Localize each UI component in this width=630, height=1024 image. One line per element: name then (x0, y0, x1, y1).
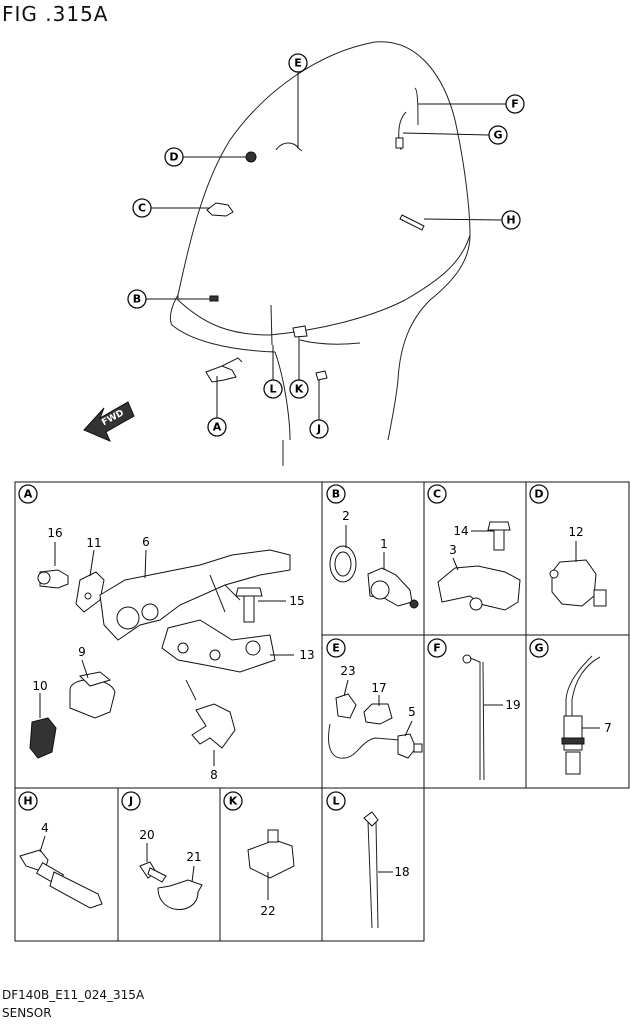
panel-callout-a-letter: A (24, 488, 33, 501)
panel-callout-c: C (427, 484, 447, 504)
panel-c-drawings (437, 521, 521, 611)
overview-callout-f: F (505, 94, 525, 114)
part-number-23: 23 (340, 664, 355, 678)
panel-g-frame (525, 634, 630, 789)
overview-callout-k-letter: K (295, 383, 304, 396)
overview-callout-c: C (132, 198, 152, 218)
part-number-8: 8 (210, 768, 218, 782)
overview-callout-a-letter: A (213, 421, 222, 434)
overview-callout-l-letter: L (269, 383, 276, 396)
overview-callout-d-letter: D (169, 151, 178, 164)
panel-callout-b-letter: B (332, 488, 340, 501)
part-number-12: 12 (568, 525, 583, 539)
overview-callout-j-letter: J (316, 423, 321, 436)
overview-callout-d: D (164, 147, 184, 167)
panel-callout-b: B (326, 484, 346, 504)
overview-callout-f-letter: F (511, 98, 519, 111)
fwd-arrow: FWD (83, 401, 135, 442)
panel-callout-h-letter: H (23, 795, 32, 808)
overview-callouts: A B C D E F G H J K L (127, 53, 525, 439)
panel-callout-k: K (223, 791, 243, 811)
panel-e-drawings (328, 693, 423, 759)
footer-code: DF140B_E11_024_315A (2, 988, 145, 1002)
overview-callout-e-letter: E (294, 57, 302, 70)
panel-callout-e: E (326, 638, 346, 658)
overview-callout-g: G (488, 125, 508, 145)
panel-callout-c-letter: C (433, 488, 441, 501)
part-number-3: 3 (449, 543, 457, 557)
part-number-19: 19 (505, 698, 520, 712)
panel-k-drawings (247, 829, 295, 879)
panel-g-drawings (561, 655, 601, 775)
panel-a-drawings (29, 549, 291, 759)
panel-callouts: A B C D E F G H J K L (18, 484, 549, 811)
panel-l-frame (321, 787, 425, 942)
panel-d-drawings (549, 559, 607, 607)
part-number-18: 18 (394, 865, 409, 879)
panel-l-drawings (363, 811, 379, 929)
overview-leaders (145, 72, 506, 420)
overview-callout-h: H (501, 210, 521, 230)
part-number-7: 7 (604, 721, 612, 735)
panel-callout-k-letter: K (229, 795, 238, 808)
part-number-20: 20 (139, 828, 154, 842)
panel-callout-j: J (121, 791, 141, 811)
panel-callout-j-letter: J (128, 795, 133, 808)
panel-callout-d: D (529, 484, 549, 504)
panel-b-drawings (329, 545, 419, 609)
part-number-10: 10 (32, 679, 47, 693)
footer-name: SENSOR (2, 1006, 52, 1020)
part-number-17: 17 (371, 681, 386, 695)
panel-c-frame (423, 481, 527, 636)
part-number-4: 4 (41, 821, 49, 835)
overview-callout-g-letter: G (493, 129, 502, 142)
overview-parts (205, 87, 425, 383)
engine-outline (169, 41, 471, 466)
overview-callout-a: A (207, 417, 227, 437)
part-number-2: 2 (342, 509, 350, 523)
part-number-22: 22 (260, 904, 275, 918)
overview-callout-e: E (288, 53, 308, 73)
part-number-15: 15 (289, 594, 304, 608)
panel-grid (14, 481, 630, 942)
panel-callout-l: L (326, 791, 346, 811)
overview-callout-c-letter: C (138, 202, 146, 215)
part-number-6: 6 (142, 535, 150, 549)
panel-h-drawings (19, 849, 103, 909)
panel-callout-d-letter: D (534, 488, 543, 501)
panel-callout-f-letter: F (433, 642, 441, 655)
part-number-21: 21 (186, 850, 201, 864)
part-number-14: 14 (453, 524, 468, 538)
panel-callout-f: F (427, 638, 447, 658)
overview-callout-j: J (309, 419, 329, 439)
panel-callout-g-letter: G (534, 642, 543, 655)
part-number-16: 16 (47, 526, 62, 540)
overview-callout-k: K (289, 379, 309, 399)
panel-callout-g: G (529, 638, 549, 658)
part-leaders (39, 525, 600, 900)
overview-callout-l: L (263, 379, 283, 399)
panel-callout-a: A (18, 484, 38, 504)
part-number-1: 1 (380, 537, 388, 551)
panel-callout-e-letter: E (332, 642, 340, 655)
part-number-5: 5 (408, 705, 416, 719)
panel-callout-l-letter: L (332, 795, 339, 808)
panel-j-drawings (139, 861, 203, 910)
part-number-11: 11 (86, 536, 101, 550)
overview-callout-b: B (127, 289, 147, 309)
part-number-9: 9 (78, 645, 86, 659)
panel-callout-h: H (18, 791, 38, 811)
part-number-13: 13 (299, 648, 314, 662)
figure-title: FIG .315A (2, 2, 109, 26)
overview-callout-b-letter: B (133, 293, 141, 306)
panel-f-drawings (462, 654, 485, 781)
overview-callout-h-letter: H (506, 214, 515, 227)
panel-d-frame (525, 481, 630, 636)
panel-j-frame (117, 787, 221, 942)
